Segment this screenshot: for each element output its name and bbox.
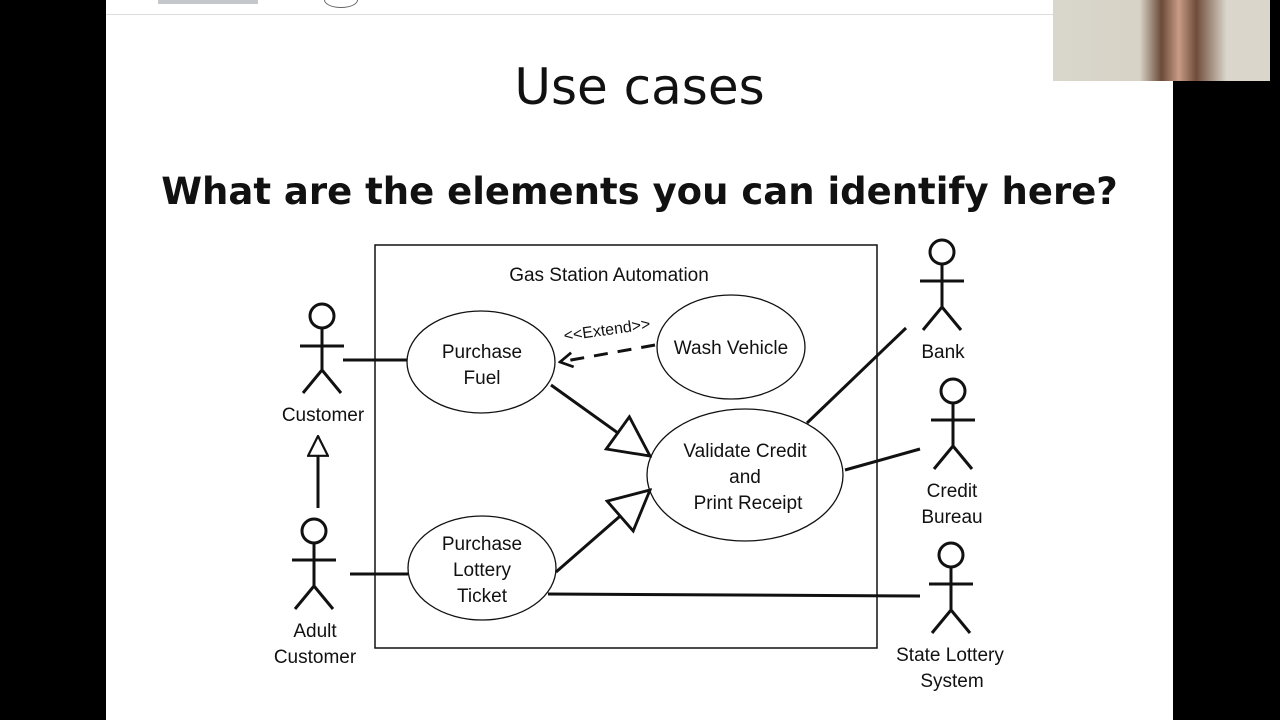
extend-arrow [560, 343, 656, 362]
extend-label: <<Extend>> [563, 316, 652, 345]
label: and [729, 467, 761, 488]
use-case-purchase-fuel[interactable]: Purchase Fuel [406, 310, 556, 414]
label: Fuel [464, 368, 501, 389]
associations [343, 326, 921, 598]
stick-figure-icon [920, 238, 964, 331]
stick-figure-icon [300, 302, 344, 394]
system-name: Gas Station Automation [509, 265, 709, 286]
actor-label: Adult [293, 621, 337, 642]
label: Validate Credit [683, 441, 807, 462]
stick-figure-icon [292, 517, 336, 610]
presenter-webcam [1053, 0, 1270, 81]
actor-adult-customer[interactable]: Adult Customer [274, 517, 357, 668]
label: Purchase [442, 342, 522, 363]
actor-label: Credit [927, 481, 978, 502]
actor-label: Customer [274, 647, 357, 668]
actor-label: Customer [282, 405, 365, 426]
actor-label: System [920, 671, 983, 692]
generalization-arrow [555, 490, 650, 574]
slide-header [106, 0, 1173, 15]
stick-figure-icon [931, 377, 975, 470]
actor-customer[interactable]: Customer [282, 302, 365, 426]
actor-credit-bureau[interactable]: Credit Bureau [921, 377, 983, 528]
slide-title: Use cases [514, 58, 765, 116]
label: Wash Vehicle [674, 338, 788, 359]
stick-figure-icon [929, 541, 973, 634]
university-logo [158, 0, 258, 4]
slide-question: What are the elements you can identify h… [161, 170, 1118, 213]
label: Print Receipt [694, 493, 803, 514]
actor-bank[interactable]: Bank [920, 238, 965, 363]
actor-label: Bank [921, 342, 965, 363]
actor-state-lottery[interactable]: State Lottery System [896, 541, 1004, 692]
label: Lottery [453, 560, 512, 581]
label: Purchase [442, 534, 522, 555]
slide: Use cases What are the elements you can … [106, 0, 1173, 720]
generalization-arrow [550, 383, 650, 456]
use-case-purchase-lottery[interactable]: Purchase Lottery Ticket [407, 515, 557, 621]
use-case-wash-vehicle[interactable]: Wash Vehicle [656, 294, 806, 400]
label: Ticket [457, 586, 508, 607]
actor-label: Bureau [921, 507, 982, 528]
system-boundary [374, 244, 878, 649]
actor-label: State Lottery [896, 645, 1004, 666]
use-case-validate-credit[interactable]: Validate Credit and Print Receipt [646, 408, 844, 542]
